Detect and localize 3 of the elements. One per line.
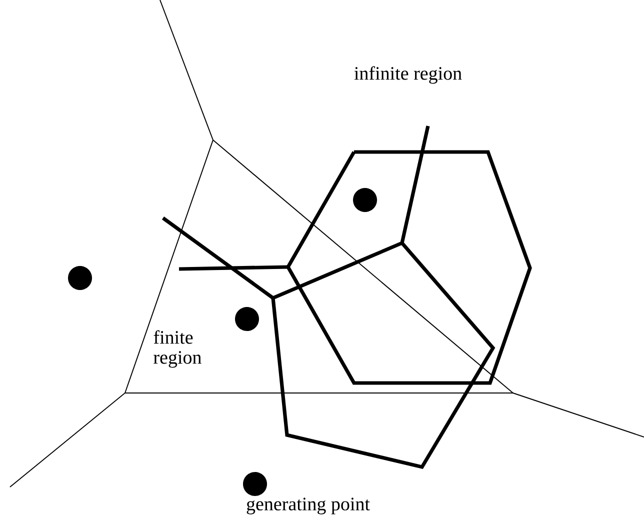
region-label: generating point [246, 498, 370, 514]
region-label: infinite region [354, 66, 462, 84]
region-label: finite region [154, 330, 202, 368]
